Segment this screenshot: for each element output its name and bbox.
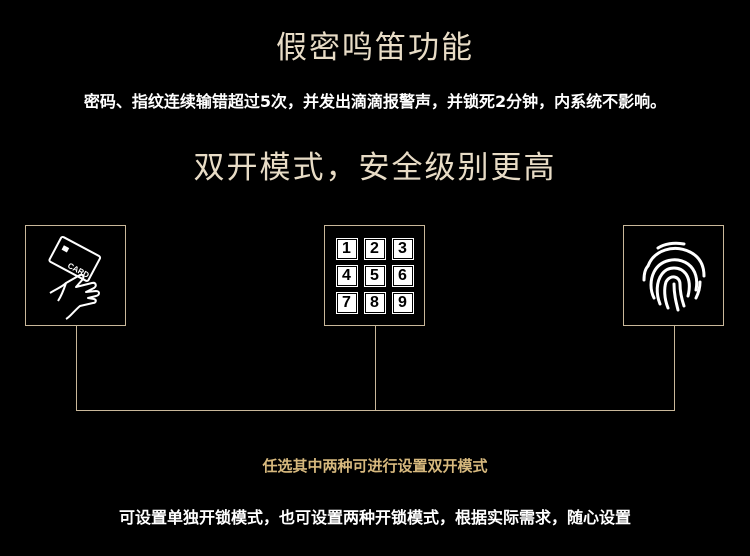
fingerprint-method-box	[623, 225, 724, 326]
page-title: 假密鸣笛功能	[276, 30, 474, 66]
card-hand-icon: CARD	[47, 235, 101, 320]
keypad-key: 4	[335, 264, 358, 287]
option-caption: 任选其中两种可进行设置双开模式	[262, 457, 488, 475]
keypad-key: 2	[363, 237, 386, 260]
keypad-key: 3	[391, 237, 414, 260]
keypad-key: 9	[391, 291, 414, 314]
footer-caption: 可设置单独开锁模式，也可设置两种开锁模式，根据实际需求，随心设置	[118, 508, 631, 527]
keypad-key: 1	[335, 237, 358, 260]
connector-card	[76, 326, 77, 411]
connector-fingerprint	[674, 326, 675, 411]
keypad-key: 8	[363, 291, 386, 314]
card-method-box: CARD	[25, 225, 126, 326]
keypad-key: 6	[391, 264, 414, 287]
dual-mode-subtitle: 双开模式，安全级别更高	[193, 150, 557, 186]
fingerprint-icon	[642, 241, 705, 311]
connector-baseline	[76, 410, 675, 411]
keypad-key: 5	[363, 264, 386, 287]
connector-keypad	[375, 326, 376, 411]
keypad-key: 7	[335, 291, 358, 314]
warning-text: 密码、指纹连续输错超过5次，并发出滴滴报警声，并锁死2分钟，内系统不影响。	[83, 92, 667, 111]
